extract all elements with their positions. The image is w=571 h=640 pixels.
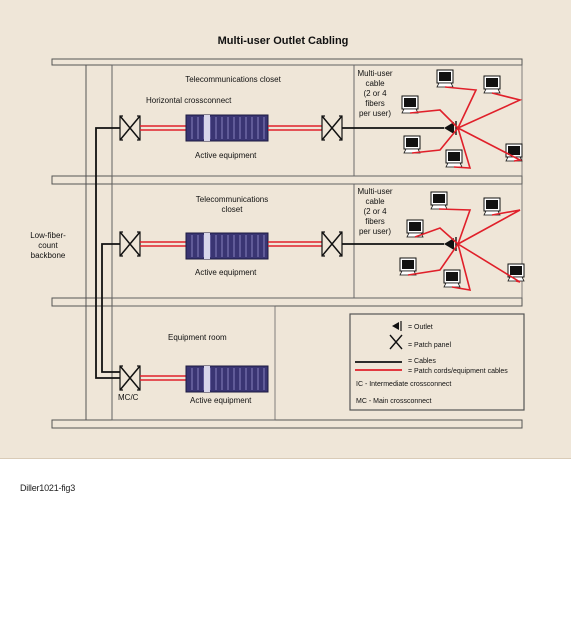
multi-user-cable-label: Multi-user (357, 69, 392, 78)
equipment-label: Active equipment (195, 151, 257, 160)
room-label: Equipment room (168, 333, 227, 342)
multi-user-cable-label: Multi-user (357, 187, 392, 196)
floor-slab (51, 419, 523, 429)
legend-text: = Patch cords/equipment cables (408, 368, 508, 375)
crossconnect-label: Horizontal crossconnect (146, 96, 232, 105)
equipment-label: Active equipment (190, 396, 252, 405)
crossconnect-label: MC/C (118, 393, 139, 402)
legend-patch-panel-symbol (389, 334, 403, 350)
floor-slab (51, 297, 523, 307)
floor-slab (51, 58, 523, 66)
legend-box (349, 313, 525, 411)
patch-cord (453, 127, 472, 169)
backbone-label: backbone (31, 251, 66, 260)
computer-icon (443, 282, 461, 288)
room-outline (111, 305, 276, 421)
multi-user-cable-label: fibers (365, 99, 385, 108)
computer-icon (409, 222, 421, 231)
multi-user-cable-label: (2 or 4 (363, 89, 387, 98)
computer-icon (508, 146, 520, 155)
multi-user-cable-label: per user) (359, 109, 391, 118)
backbone-cable (101, 243, 120, 373)
computer-icon (406, 138, 418, 147)
equipment-highlight (204, 366, 210, 392)
patch-panel-icon (119, 115, 141, 141)
computer-icon (510, 266, 522, 275)
legend-text: = Outlet (408, 324, 433, 331)
work-area-outline (353, 183, 523, 299)
computer-icon (483, 88, 501, 94)
computer-icon (446, 272, 458, 281)
figure-caption: Diller1021-fig3 (20, 483, 76, 493)
multi-user-outlet-diagram: Multi-user Outlet CablingTelecommunicati… (30, 35, 525, 429)
computer-icon (439, 72, 451, 81)
patch-panel-icon (119, 365, 141, 391)
patch-cord (411, 127, 459, 154)
legend-text: = Patch panel (408, 342, 451, 349)
patch-cord (457, 92, 523, 129)
patch-cord (407, 243, 459, 276)
room-label: Telecommunications (196, 195, 268, 204)
multi-user-cable-label: per user) (359, 227, 391, 236)
multi-user-cable-label: (2 or 4 (363, 207, 387, 216)
room-label: Telecommunications closet (185, 75, 281, 84)
work-area-outline (353, 64, 523, 177)
patch-panel-icon (119, 231, 141, 257)
legend-text: MC - Main crossconnect (356, 398, 432, 405)
patch-panel-icon (119, 231, 141, 257)
patch-cord (451, 243, 472, 291)
patch-cord (409, 109, 459, 129)
equipment-highlight (204, 115, 210, 141)
patch-panel-icon (321, 115, 343, 141)
patch-panel-icon (119, 365, 141, 391)
backbone-cable (95, 127, 120, 379)
patch-cord (438, 208, 472, 245)
patch-panel-icon (321, 231, 343, 257)
outlet-icon (444, 238, 454, 250)
active-equipment (185, 232, 269, 260)
active-equipment (185, 114, 269, 142)
computer-icon (445, 162, 463, 168)
computer-icon (433, 194, 445, 203)
legend-text: IC - Intermediate crossconnect (356, 381, 451, 388)
backbone-label: Low-fiber- (30, 231, 66, 240)
multi-user-cable-label: fibers (365, 217, 385, 226)
computer-icon (448, 152, 460, 161)
patch-panel-icon (119, 115, 141, 141)
multi-user-cable-label: cable (365, 197, 385, 206)
patch-cord (457, 209, 521, 245)
backbone-label: count (38, 241, 58, 250)
legend-text: = Cables (408, 358, 436, 365)
diagram-title: Multi-user Outlet Cabling (218, 35, 349, 47)
multi-user-cable-label: cable (365, 79, 385, 88)
active-equipment (185, 365, 269, 393)
patch-cord (457, 243, 521, 283)
patch-cord (457, 127, 523, 162)
computer-icon (486, 78, 498, 87)
panel-divider (0, 458, 571, 459)
equipment-label: Active equipment (195, 268, 257, 277)
equipment-highlight (204, 233, 210, 259)
computer-icon (436, 82, 454, 88)
patch-cord (414, 227, 459, 245)
computer-icon (402, 260, 414, 269)
computer-icon (404, 98, 416, 107)
outlet-icon (444, 122, 454, 134)
patch-cord (444, 86, 478, 129)
floor-slab (51, 175, 523, 185)
computer-icon (486, 200, 498, 209)
legend-outlet-symbol (392, 322, 399, 330)
room-label: closet (222, 205, 244, 214)
